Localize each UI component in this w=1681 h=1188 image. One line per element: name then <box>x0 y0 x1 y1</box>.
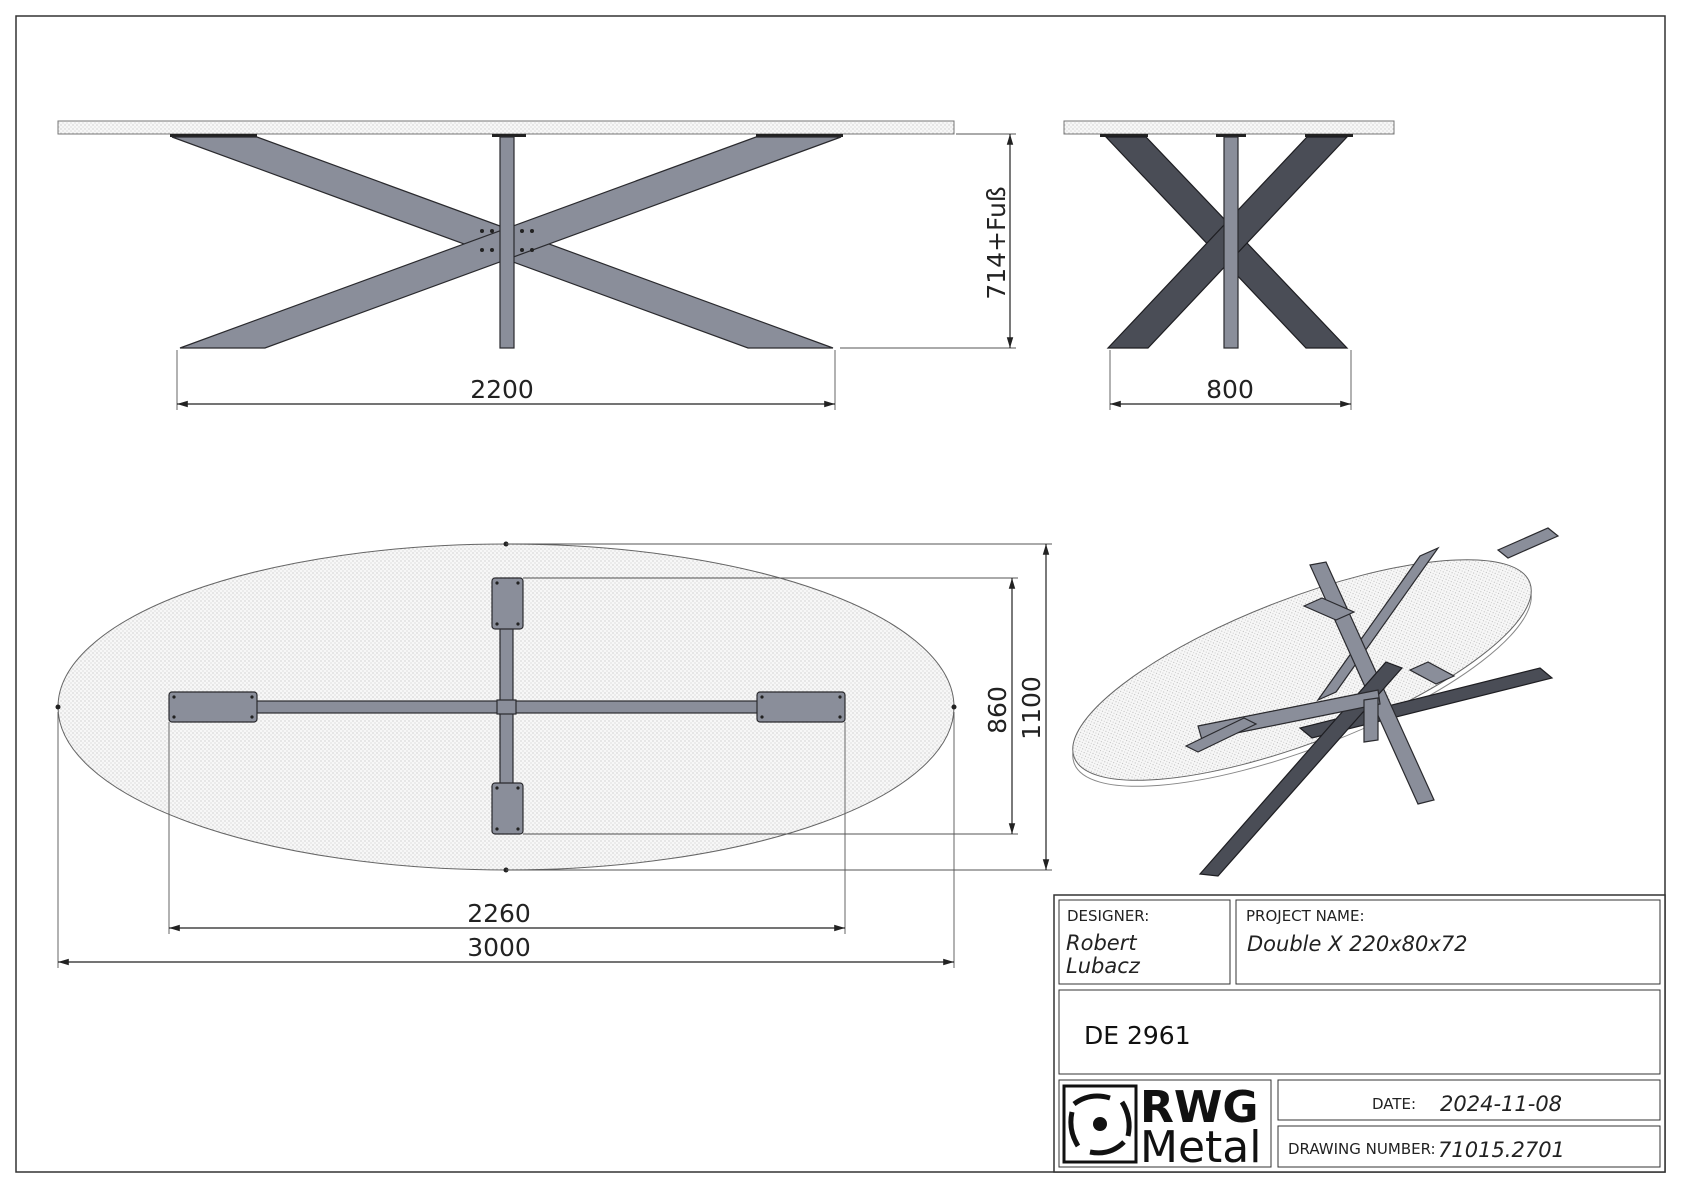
side-center-post <box>1223 136 1239 349</box>
top-foot-top <box>491 577 524 630</box>
side-plate-right <box>1305 134 1353 137</box>
svg-text:RWG: RWG <box>1140 1082 1259 1133</box>
designer-first-name: Robert <box>1066 931 1137 955</box>
top-view: 2260 3000 860 1100 <box>55 541 1052 968</box>
iso-pad-mid <box>1408 661 1456 685</box>
front-bolts <box>480 229 534 252</box>
top-inner-depth-label: 860 <box>983 686 1012 734</box>
top-inner-width-label: 2260 <box>467 899 531 928</box>
front-height-label: 714+Fuß <box>982 186 1011 299</box>
iso-pad-left <box>1184 717 1258 753</box>
date-label: DATE: <box>1372 1095 1416 1113</box>
top-center-hub <box>496 699 517 715</box>
designer-cell <box>1058 899 1231 985</box>
side-view: 800 <box>1063 120 1395 410</box>
top-outer-width-label: 3000 <box>467 933 531 962</box>
top-foot-right <box>756 691 846 723</box>
iso-pad-top-left <box>1302 597 1356 621</box>
front-plate-right <box>756 134 843 137</box>
front-plate-center <box>492 134 526 137</box>
iso-pad-top-right <box>1496 527 1560 559</box>
side-plate-center <box>1216 134 1246 137</box>
date-value: 2024-11-08 <box>1440 1092 1562 1116</box>
front-width-label: 2200 <box>470 375 534 404</box>
top-foot-bottom <box>491 782 524 835</box>
iso-center-post <box>1363 697 1379 743</box>
designer-label: DESIGNER: <box>1067 907 1149 925</box>
front-center-post <box>499 136 515 349</box>
side-width-label: 800 <box>1206 375 1254 404</box>
front-tabletop <box>57 120 955 135</box>
front-view: 2200 714+Fuß <box>57 120 1016 410</box>
side-plate-left <box>1100 134 1148 137</box>
designer-last-name: Lubacz <box>1066 954 1141 978</box>
project-name: Double X 220x80x72 <box>1247 932 1468 956</box>
side-tabletop <box>1063 120 1395 135</box>
drawing-number-label: DRAWING NUMBER: <box>1288 1140 1436 1158</box>
top-foot-left <box>168 691 258 723</box>
iso-leg-diag-2 <box>1198 661 1404 877</box>
isometric-view <box>1072 527 1560 877</box>
code-cell <box>1058 989 1661 1075</box>
title-block: DESIGNER: Robert Lubacz PROJECT NAME: Do… <box>1053 894 1666 1173</box>
date-cell <box>1277 1079 1661 1121</box>
drawing-number-cell <box>1277 1125 1661 1168</box>
rwg-metal-logo: RWG Metal <box>1062 1082 1261 1173</box>
svg-text:Metal: Metal <box>1140 1122 1261 1173</box>
project-label: PROJECT NAME: <box>1246 907 1365 925</box>
drawing-number-value: 71015.2701 <box>1438 1138 1565 1162</box>
sheet-border <box>15 15 1666 1173</box>
drawing-code: DE 2961 <box>1084 1021 1191 1050</box>
front-plate-left <box>170 134 257 137</box>
project-cell <box>1235 899 1661 985</box>
logo-cell <box>1058 1079 1272 1168</box>
iso-leg-back <box>1316 546 1440 702</box>
top-outer-depth-label: 1100 <box>1017 676 1046 740</box>
